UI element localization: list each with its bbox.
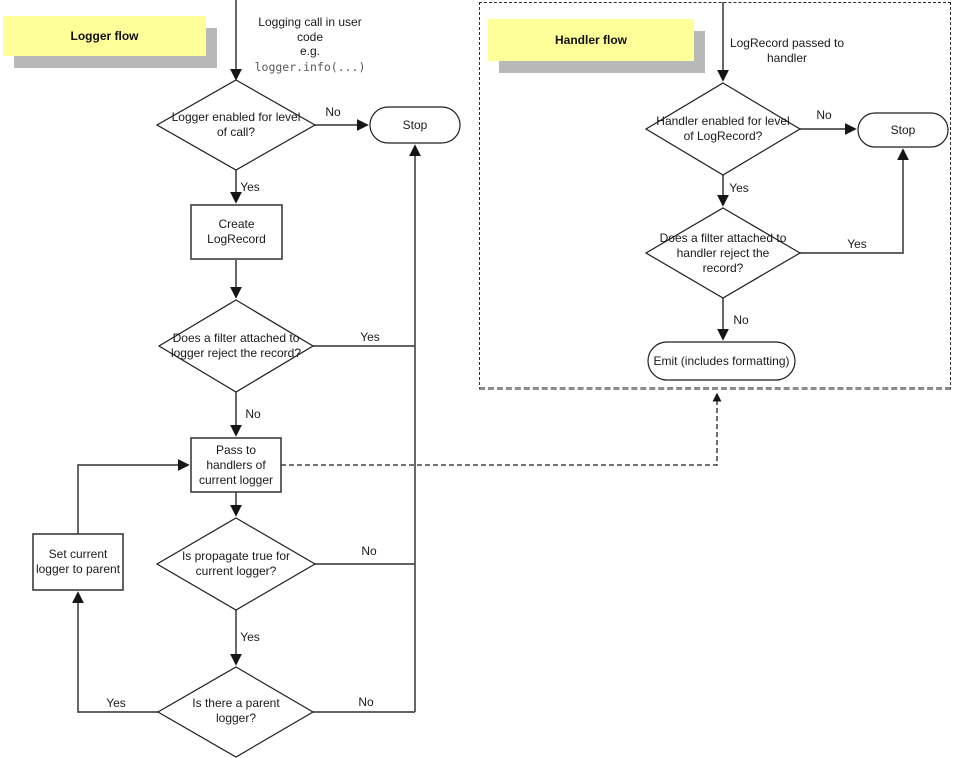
logger-flow-title-note: Logger flow xyxy=(3,16,217,68)
decision-handler-level-shape xyxy=(644,82,802,176)
edge-label-no: No xyxy=(816,108,832,122)
edge-label-yes: Yes xyxy=(360,330,380,344)
decision-propagate-label: Is propagate true for current logger? xyxy=(181,549,291,578)
terminator-emit-shape xyxy=(647,341,796,381)
decision-logger-filter-label: Does a filter attached to logger reject … xyxy=(170,331,302,360)
handler-flow-boundary xyxy=(479,2,951,390)
edge-label-no: No xyxy=(733,313,749,327)
edge-label-yes: Yes xyxy=(729,181,749,195)
edge-parent-yes-to-set xyxy=(72,591,158,713)
edge-pass-to-handler-flow-dashed xyxy=(281,392,722,466)
edge-label-no: No xyxy=(358,695,374,709)
process-pass-handlers-shape xyxy=(190,437,282,493)
handler-start-annotation: LogRecord passed to handler xyxy=(729,36,845,65)
decision-handler-level-label: Handler enabled for level of LogRecord? xyxy=(656,114,790,143)
logger-start-eg: e.g. xyxy=(299,44,320,59)
terminator-stop-logger-label: Stop xyxy=(402,117,428,132)
process-create-logrecord-shape xyxy=(190,204,283,260)
logger-start-code: logger.info(...) xyxy=(254,59,366,74)
logger-flow-title: Logger flow xyxy=(3,16,206,56)
process-create-logrecord-label: Create LogRecord xyxy=(207,217,266,246)
decision-logger-level-label: Logger enabled for level of call? xyxy=(171,110,301,139)
terminator-stop-logger-shape xyxy=(369,106,461,144)
edge-hfilter-yes-to-stop xyxy=(800,148,909,254)
edge-label-no: No xyxy=(245,407,261,421)
terminator-stop-handler-label: Stop xyxy=(890,122,916,137)
terminator-stop-handler-shape xyxy=(857,112,949,148)
decision-logger-level-shape xyxy=(155,79,317,171)
terminator-emit-label: Emit (includes formatting) xyxy=(653,353,790,368)
decision-propagate-shape xyxy=(155,517,317,611)
process-set-parent-shape xyxy=(32,533,124,591)
edge-label-yes: Yes xyxy=(847,237,867,251)
logger-start-text: Logging call in user code xyxy=(258,15,362,44)
decision-parent-logger-shape xyxy=(156,666,315,758)
decision-parent-logger-label: Is there a parent logger? xyxy=(192,696,280,725)
logger-start-annotation: Logging call in user code e.g. logger.in… xyxy=(246,15,374,74)
edge-label-yes: Yes xyxy=(240,180,260,194)
edge-set-to-pass xyxy=(77,459,190,534)
edge-label-no: No xyxy=(361,544,377,558)
edge-label-yes: Yes xyxy=(106,696,126,710)
edge-label-yes: Yes xyxy=(240,630,260,644)
handler-flow-title-note: Handler flow xyxy=(488,19,705,73)
handler-flow-title: Handler flow xyxy=(488,19,694,61)
process-set-parent-label: Set current logger to parent xyxy=(35,547,121,576)
decision-handler-filter-shape xyxy=(644,207,802,299)
process-pass-handlers-label: Pass to handlers of current logger xyxy=(198,442,274,487)
decision-handler-filter-label: Does a filter attached to handler reject… xyxy=(659,230,787,275)
decision-logger-filter-shape xyxy=(157,299,315,393)
edge-label-no: No xyxy=(325,105,341,119)
